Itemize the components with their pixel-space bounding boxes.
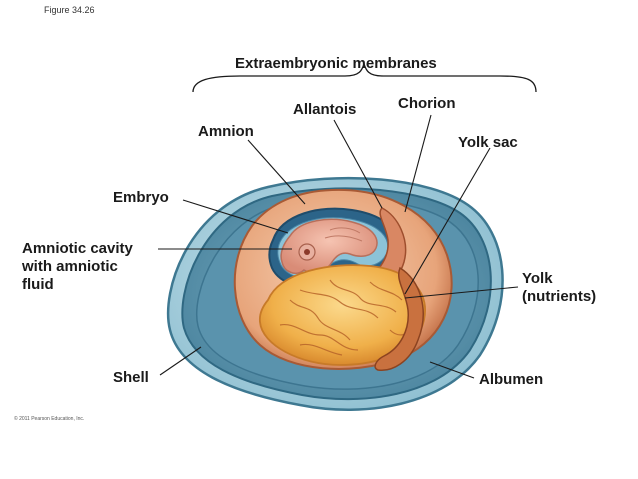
label-yolk: Yolk (nutrients) (522, 270, 597, 305)
label-allantois: Allantois (293, 101, 357, 118)
label-yolk-sac: Yolk sac (458, 134, 518, 151)
label-amniotic-cavity: Amniotic cavity with amniotic fluid (22, 240, 133, 293)
figure-number: Figure 34.26 (44, 5, 95, 15)
leader-allantois (333, 119, 383, 209)
label-shell: Shell (113, 369, 149, 386)
extraembryonic-brace (192, 61, 537, 93)
yolk-vessels (279, 279, 415, 356)
label-chorion: Chorion (398, 95, 456, 112)
leader-embryo (182, 199, 289, 234)
leader-yolk (404, 286, 519, 299)
leader-chorion (404, 114, 432, 213)
label-embryo: Embryo (113, 189, 169, 206)
leader-yolk-sac (404, 147, 491, 295)
copyright-notice: © 2011 Pearson Education, Inc. (14, 416, 85, 422)
label-amnion: Amnion (198, 123, 254, 140)
label-albumen: Albumen (479, 371, 544, 388)
leader-amnion (247, 139, 306, 205)
leader-shell (159, 346, 202, 376)
label-extraembryonic-membranes: Extraembryonic membranes (235, 55, 437, 72)
yolk-sac (374, 266, 424, 371)
leader-albumen (429, 361, 475, 379)
